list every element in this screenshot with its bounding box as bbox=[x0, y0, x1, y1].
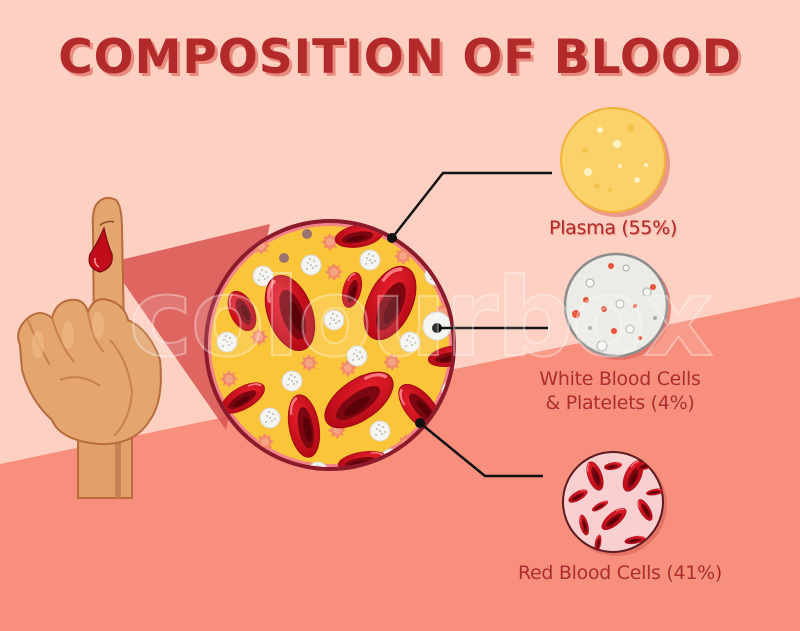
wbc-platelets-sample-circle bbox=[563, 252, 671, 360]
wbc-label-line2: & Platelets (4%) bbox=[545, 392, 695, 414]
magnified-blood-sample bbox=[204, 219, 456, 471]
rbc-connector bbox=[419, 422, 543, 478]
page-title: COMPOSITION OF BLOOD bbox=[58, 30, 742, 85]
plasma-sample-circle bbox=[560, 107, 670, 217]
plasma-label: Plasma (55%) bbox=[549, 217, 677, 239]
hand-with-pricked-finger bbox=[17, 196, 162, 499]
wbc-platelets-label: White Blood Cells & Platelets (4%) bbox=[500, 367, 740, 415]
rbc-label: Red Blood Cells (41%) bbox=[517, 562, 722, 584]
wbc-label-line1: White Blood Cells bbox=[539, 368, 701, 390]
connector-lines bbox=[391, 171, 552, 478]
plasma-connector bbox=[391, 171, 552, 239]
rbc-sample-circle bbox=[562, 451, 667, 556]
